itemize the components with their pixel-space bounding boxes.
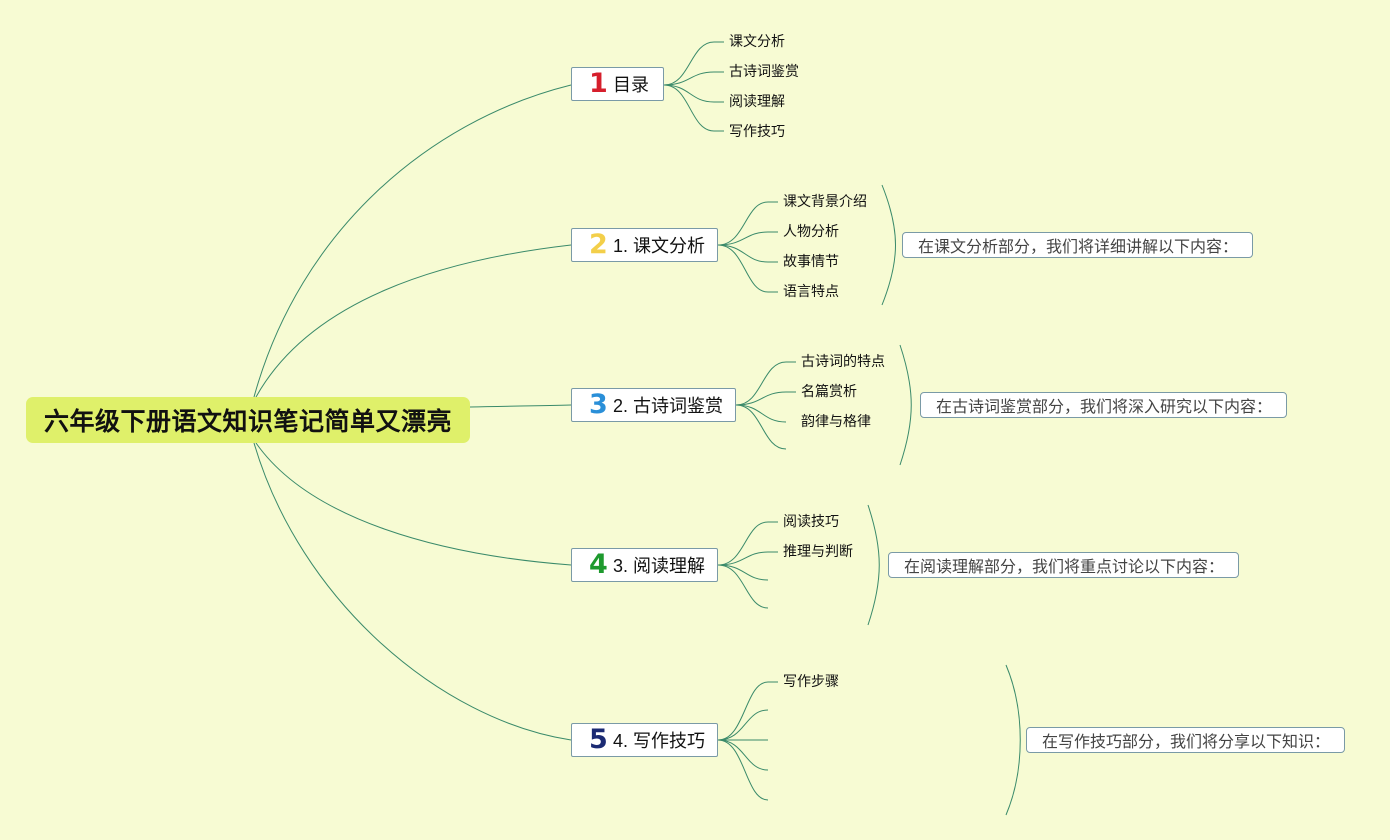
priority-1-icon: 1: [589, 68, 608, 99]
link-topic-1-child: [663, 84, 724, 132]
summary-brace-2: [881, 184, 896, 306]
link-topic-4-child: [717, 521, 778, 566]
link-topic-3-child: [735, 361, 796, 406]
subtopic-item[interactable]: 人物分析: [783, 223, 839, 239]
link-root-topic-5: [253, 442, 572, 741]
topic-label: 2. 古诗词鉴赏: [613, 396, 724, 416]
topic-poetry-appreciation[interactable]: 3 2. 古诗词鉴赏: [571, 388, 736, 422]
subtopic-item[interactable]: 写作步骤: [783, 673, 839, 689]
link-topic-5-child: [717, 739, 769, 801]
topic-label: 4. 写作技巧: [613, 731, 706, 751]
subtopic-item[interactable]: 写作技巧: [729, 123, 785, 139]
summary-brace-4: [867, 504, 880, 626]
link-root-topic-2: [255, 244, 572, 398]
summary-brace-3: [899, 344, 912, 466]
summary-callout[interactable]: 在古诗词鉴赏部分，我们将深入研究以下内容：: [920, 392, 1287, 418]
link-topic-2-child: [717, 201, 778, 246]
link-topic-2-child: [717, 244, 778, 293]
summary-callout[interactable]: 在阅读理解部分，我们将重点讨论以下内容：: [888, 552, 1239, 578]
link-topic-5-child: [717, 681, 778, 741]
subtopic-item[interactable]: 语言特点: [783, 283, 839, 299]
subtopic-item[interactable]: 阅读理解: [729, 93, 785, 109]
link-root-topic-1: [253, 84, 572, 398]
priority-3-icon: 3: [589, 389, 608, 420]
subtopic-item[interactable]: 阅读技巧: [783, 513, 839, 529]
link-root-topic-3: [469, 404, 572, 408]
topic-label: 1. 课文分析: [613, 236, 706, 256]
subtopic-item[interactable]: 韵律与格律: [801, 413, 871, 429]
topic-label: 目录: [613, 75, 649, 95]
topic-table-of-contents[interactable]: 1 目录: [571, 67, 664, 101]
link-topic-4-child: [717, 564, 769, 581]
link-topic-1-child: [663, 84, 724, 103]
subtopic-item[interactable]: 课文背景介绍: [783, 193, 867, 209]
summary-callout[interactable]: 在课文分析部分，我们将详细讲解以下内容：: [902, 232, 1253, 258]
link-topic-4-child: [717, 564, 769, 609]
link-topic-2-child: [717, 244, 778, 263]
link-root-topic-4: [255, 442, 572, 566]
priority-2-icon: 2: [589, 229, 608, 260]
link-topic-3-child: [735, 404, 787, 450]
link-topic-3-child: [735, 391, 796, 406]
subtopic-item[interactable]: 古诗词的特点: [801, 353, 885, 369]
topic-reading-comprehension[interactable]: 4 3. 阅读理解: [571, 548, 718, 582]
priority-4-icon: 4: [589, 549, 608, 580]
subtopic-item[interactable]: 古诗词鉴赏: [729, 63, 799, 79]
central-topic[interactable]: 六年级下册语文知识笔记简单又漂亮: [26, 397, 470, 443]
link-topic-4-child: [717, 551, 778, 566]
subtopic-item[interactable]: 故事情节: [783, 253, 839, 269]
subtopic-item[interactable]: 名篇赏析: [801, 383, 857, 399]
link-topic-1-child: [663, 41, 724, 86]
summary-brace-5: [1005, 664, 1021, 816]
link-topic-3-child: [735, 404, 787, 423]
priority-5-icon: 5: [589, 724, 608, 755]
topic-text-analysis[interactable]: 2 1. 课文分析: [571, 228, 718, 262]
summary-callout[interactable]: 在写作技巧部分，我们将分享以下知识：: [1026, 727, 1345, 753]
subtopic-item[interactable]: 课文分析: [729, 33, 785, 49]
subtopic-item[interactable]: 推理与判断: [783, 543, 853, 559]
link-topic-2-child: [717, 231, 778, 246]
link-topic-1-child: [663, 71, 724, 86]
topic-label: 3. 阅读理解: [613, 556, 706, 576]
link-topic-5-child: [717, 709, 769, 741]
link-topic-5-child: [717, 739, 769, 771]
topic-writing-skills[interactable]: 5 4. 写作技巧: [571, 723, 718, 757]
